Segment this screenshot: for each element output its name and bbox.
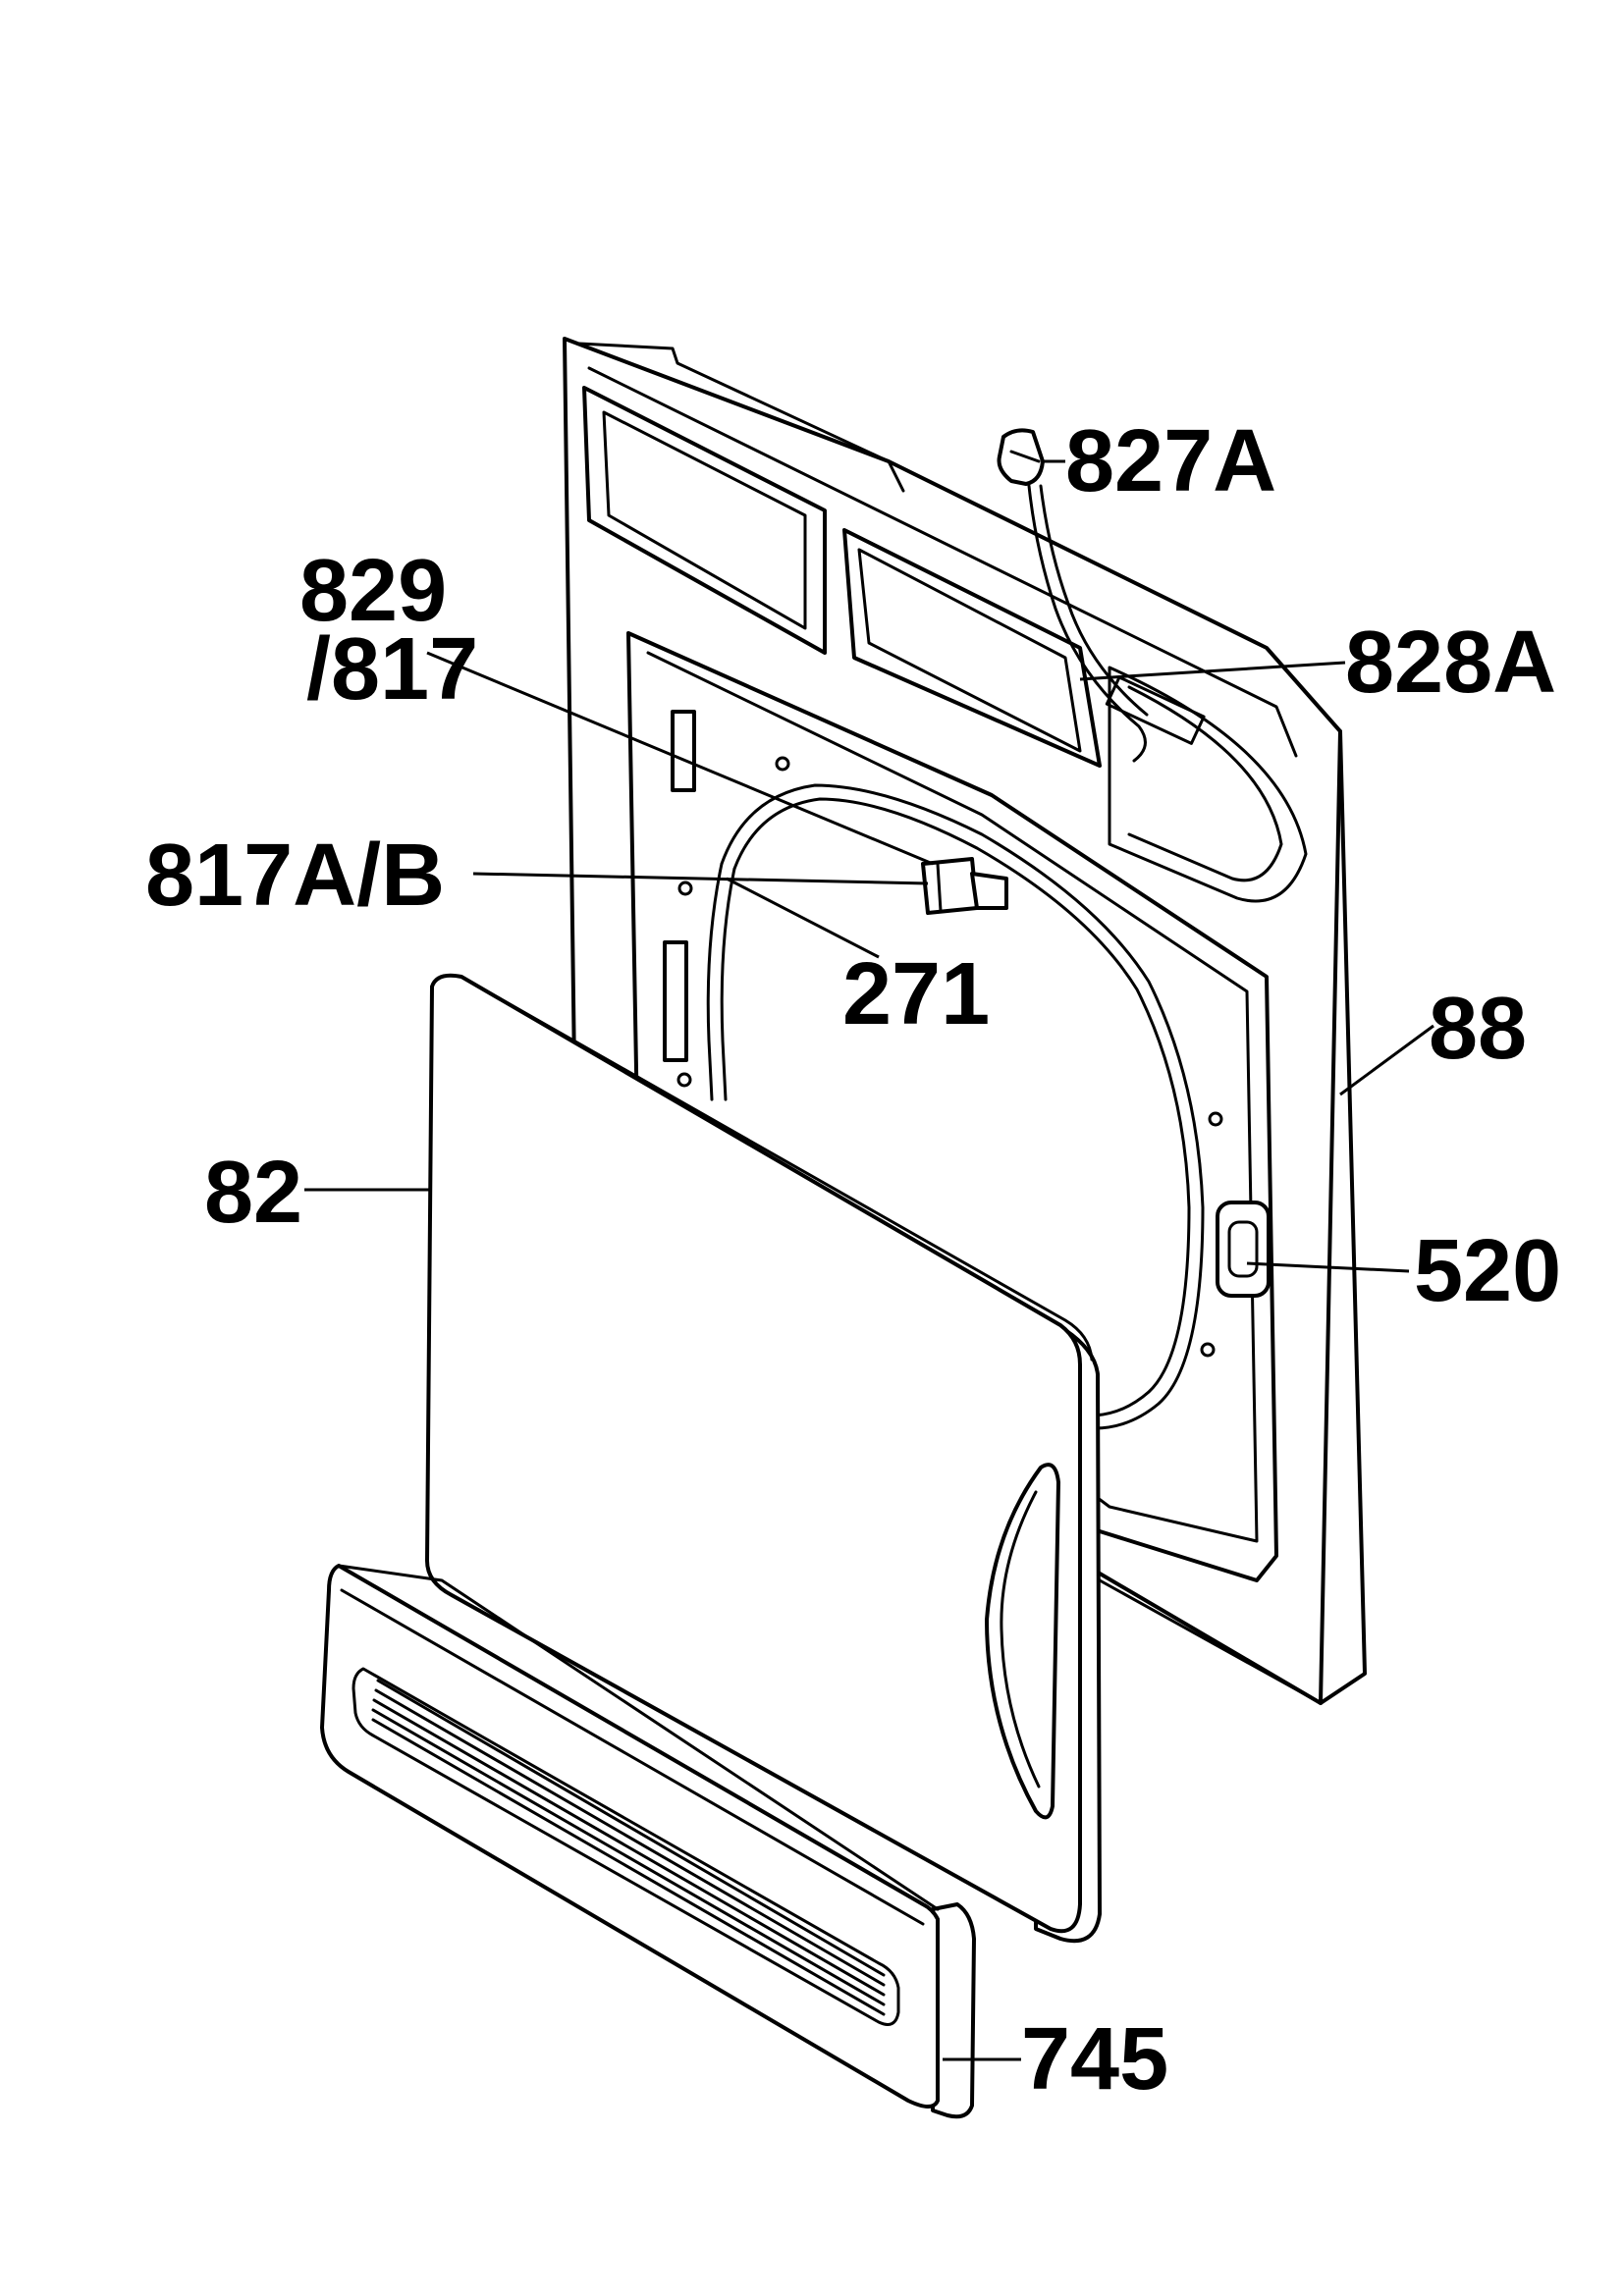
leader-829-817 bbox=[426, 651, 934, 866]
cable-828a bbox=[1027, 484, 1149, 763]
callout-829: 829 bbox=[299, 542, 447, 640]
callout-817ab: 817A/B bbox=[145, 827, 445, 925]
callout-827a: 827A bbox=[1065, 412, 1276, 510]
callout-labels: 827A 829 /817 828A 817A/B 271 88 82 520 … bbox=[145, 412, 1561, 2109]
callout-520: 520 bbox=[1414, 1222, 1561, 1320]
callout-82: 82 bbox=[204, 1144, 302, 1242]
callout-817: /817 bbox=[306, 620, 478, 719]
door-seal-271 bbox=[706, 783, 1205, 1430]
door-82 bbox=[425, 973, 1102, 1944]
leader-88 bbox=[1339, 1024, 1434, 1096]
front-panel-88 bbox=[563, 337, 1367, 1705]
leader-lines bbox=[304, 459, 1434, 2061]
callout-88: 88 bbox=[1429, 980, 1527, 1078]
callout-745: 745 bbox=[1021, 2010, 1168, 2109]
leader-520 bbox=[1246, 1261, 1410, 1273]
kick-plate-745 bbox=[320, 1564, 976, 2119]
leader-271 bbox=[726, 877, 880, 959]
callout-271: 271 bbox=[842, 945, 990, 1043]
leader-817ab bbox=[472, 872, 929, 885]
callout-828a: 828A bbox=[1345, 614, 1556, 712]
lamp-827a bbox=[997, 428, 1045, 486]
leader-828a bbox=[1079, 661, 1346, 681]
door-switch-817ab bbox=[921, 857, 1008, 915]
